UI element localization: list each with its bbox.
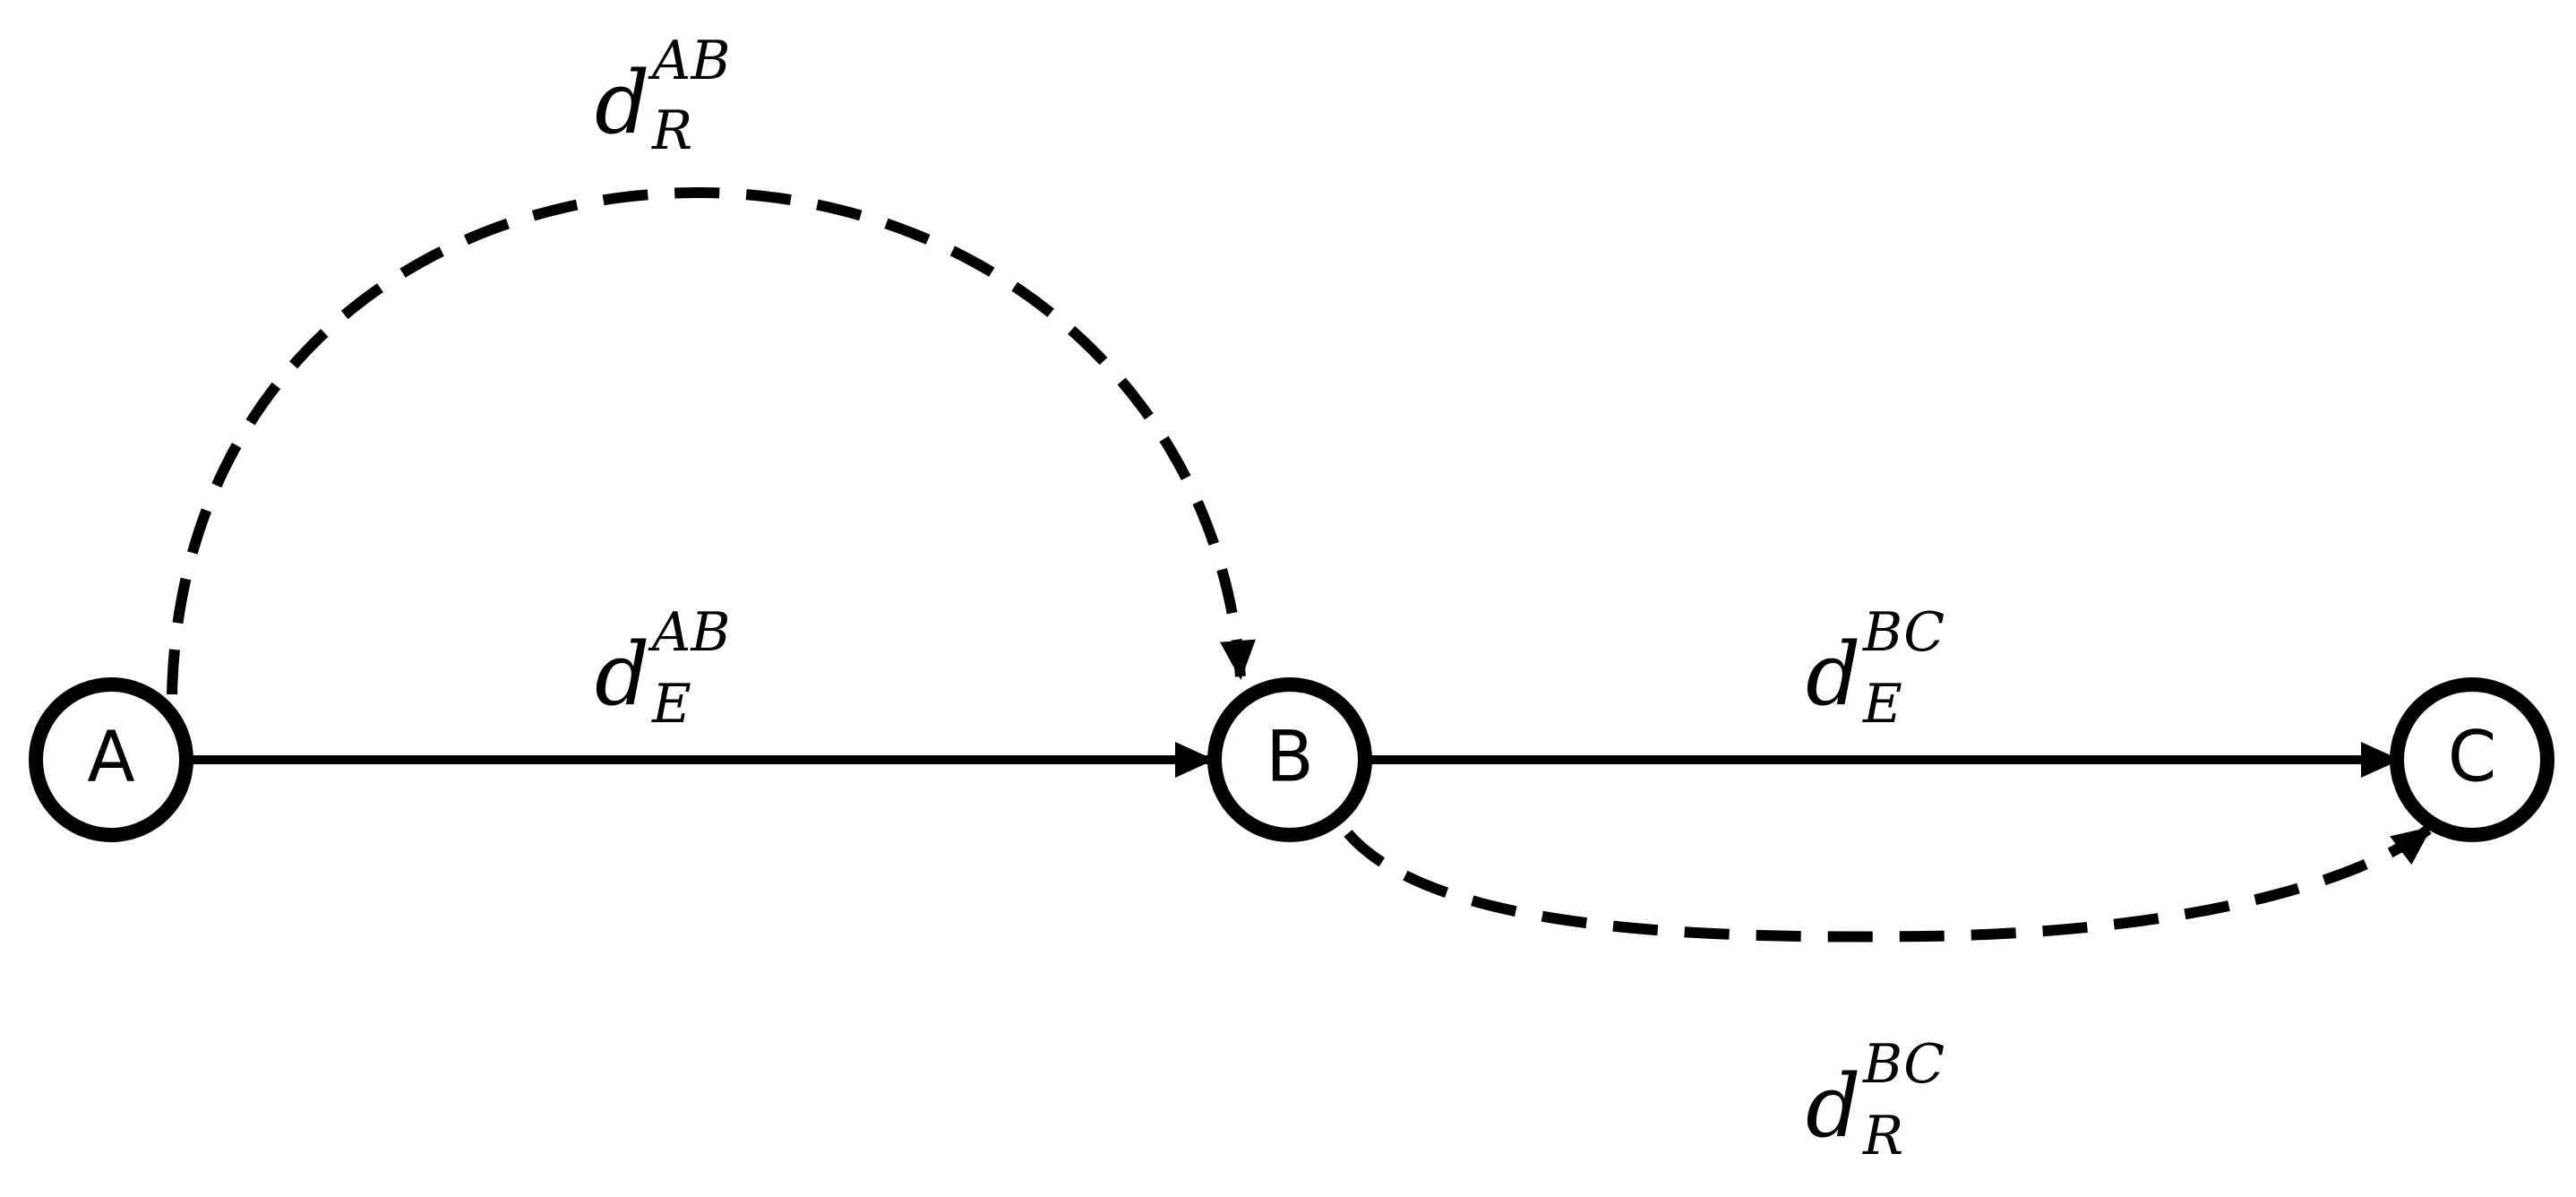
edge-bc-real-label: d BC R	[1806, 1033, 1945, 1167]
node-b: B	[1207, 677, 1372, 842]
node-c: C	[2390, 677, 2555, 842]
edge-ab-real	[167, 186, 1256, 695]
node-a-label: A	[87, 717, 134, 797]
node-b-label: B	[1266, 717, 1314, 797]
edge-ab-real-label-main: d	[595, 53, 649, 153]
edge-bc-real-label-sub: R	[1862, 1105, 1903, 1167]
edge-ab-real-label-sup: AB	[648, 30, 730, 92]
edge-ab-real-label-sub: R	[651, 99, 692, 162]
edge-bc-expected-label-main: d	[1806, 624, 1860, 725]
edge-bc-expected-label-sub: E	[1862, 673, 1902, 736]
edge-ab-expected-label-sub: E	[651, 673, 691, 736]
edge-bc-real	[1344, 824, 2433, 943]
edge-ab-expected-label-sup: AB	[648, 601, 730, 664]
edge-bc-expected-label-sup: BC	[1862, 601, 1945, 664]
node-a: A	[29, 677, 193, 842]
edge-bc-expected-label: d BC E	[1806, 601, 1945, 736]
edge-bc-real-label-main: d	[1806, 1056, 1860, 1157]
edge-ab-expected-label-main: d	[595, 624, 649, 725]
edge-ab-real-label: d AB R	[595, 30, 730, 162]
edge-ab-expected-label: d AB E	[595, 601, 730, 736]
edge-bc-real-label-sup: BC	[1862, 1033, 1945, 1096]
node-c-label: C	[2448, 717, 2496, 797]
